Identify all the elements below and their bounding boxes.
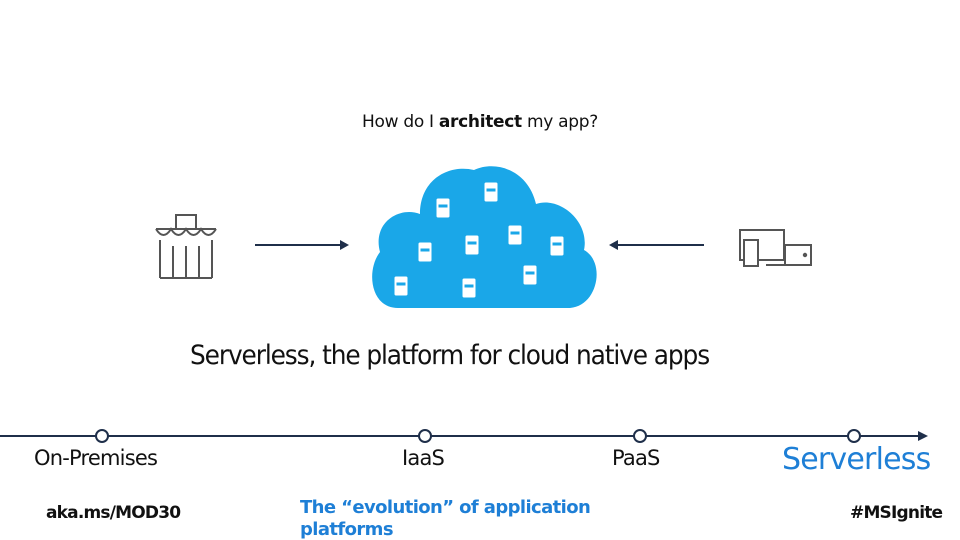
server-icon [464,234,480,256]
stage-label-onprem: On-Premises [34,446,158,470]
arrow-left-icon [609,240,704,250]
server-icon [393,275,409,297]
server-icon [417,241,433,263]
question-suffix: my app? [521,112,598,132]
footer-short-link: aka.ms/MOD30 [46,503,181,523]
stage-label-paas: PaaS [612,446,660,470]
stage-label-iaas: IaaS [402,446,445,470]
stage-label-serverless: Serverless [782,442,931,477]
question-emphasis: architect [438,112,522,132]
server-icon [435,197,451,219]
architecture-illustration [155,166,812,308]
headline: Serverless, the platform for cloud nativ… [190,340,710,371]
server-icon [507,224,523,246]
server-icon [522,264,538,286]
arrow-right-icon [255,240,349,250]
footer-session-title: The “evolution” of application platforms [300,497,591,540]
store-icon [155,214,217,279]
server-icon [461,277,477,299]
server-icons [393,181,565,299]
timeline-node-paas [633,429,647,443]
question-prefix: How do I [362,112,439,132]
server-icon [549,235,565,257]
timeline-node-iaas [418,429,432,443]
question-title: How do I architect my app? [0,112,960,132]
timeline-arrowhead-icon [918,431,928,441]
timeline-node-serverless [847,429,861,443]
evolution-timeline [0,429,928,443]
timeline-node-onprem [95,429,109,443]
footer-hashtag: #MSIgnite [850,503,943,523]
devices-icon [739,229,812,267]
server-icon [483,181,499,203]
cloud-icon [372,166,597,308]
